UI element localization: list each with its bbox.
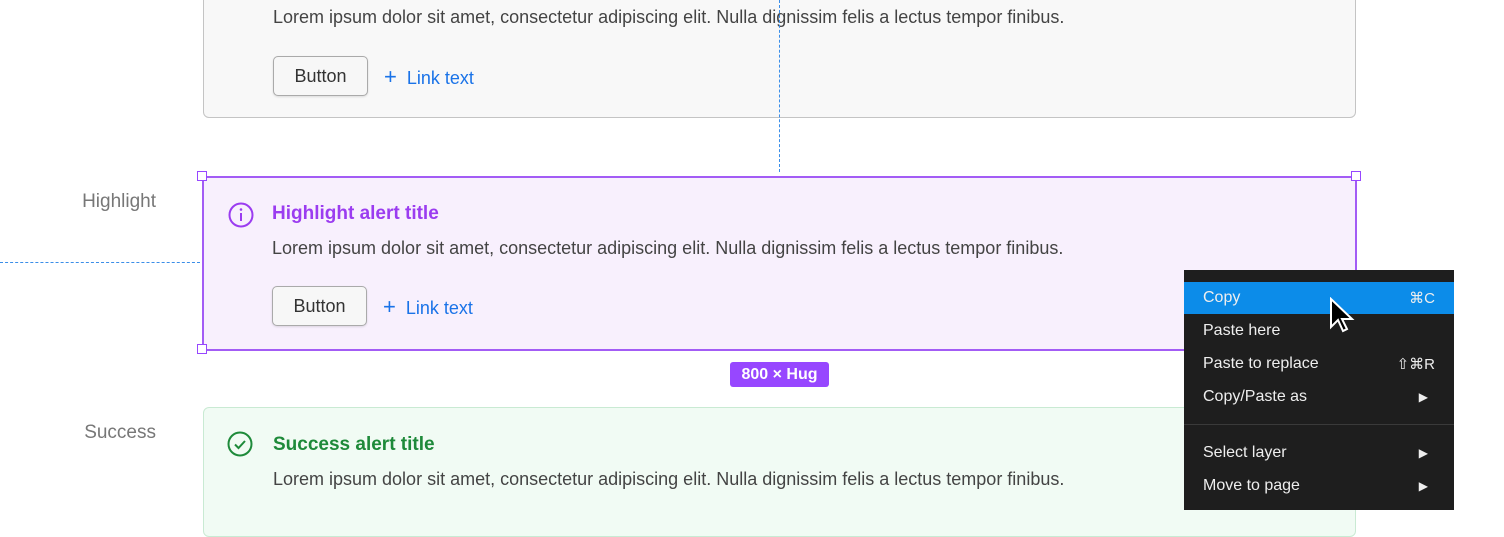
size-badge: 800 × Hug (730, 362, 829, 387)
check-circle-icon (227, 431, 253, 457)
menu-label: Copy (1203, 289, 1241, 306)
vertical-guide (779, 0, 780, 172)
menu-item-move-to-page[interactable]: Move to page ▶ (1184, 470, 1454, 502)
section-label-success: Success (84, 422, 156, 443)
horizontal-guide (0, 262, 200, 263)
shortcut: ⇧⌘R (1396, 356, 1435, 373)
alert-card-highlight[interactable]: Highlight alert title Lorem ipsum dolor … (202, 176, 1357, 351)
section-label-highlight: Highlight (82, 191, 156, 212)
alert-button[interactable]: Button (272, 286, 367, 326)
menu-divider (1184, 424, 1454, 425)
info-icon (228, 202, 254, 228)
submenu-arrow-icon: ▶ (1418, 479, 1428, 493)
shortcut: ⌘C (1409, 290, 1435, 307)
menu-label: Paste here (1203, 322, 1281, 339)
context-menu: Copy ⌘C Paste here Paste to replace ⇧⌘R Co… (1184, 270, 1454, 510)
alert-body: Lorem ipsum dolor sit amet, consectetur … (273, 7, 1065, 27)
menu-item-copy[interactable]: Copy ⌘C (1184, 282, 1454, 314)
alert-link[interactable]: + Link text (383, 294, 473, 320)
menu-label: Select layer (1203, 444, 1287, 461)
alert-link[interactable]: + Link text (384, 64, 474, 90)
plus-icon: + (383, 294, 396, 319)
menu-label: Paste to replace (1203, 355, 1319, 372)
menu-label: Copy/Paste as (1203, 388, 1308, 405)
resize-handle-tr[interactable] (1351, 171, 1361, 181)
menu-label: Move to page (1203, 477, 1300, 494)
submenu-arrow-icon: ▶ (1418, 390, 1428, 404)
resize-handle-bl[interactable] (197, 344, 207, 354)
menu-item-paste-to-replace[interactable]: Paste to replace ⇧⌘R (1184, 348, 1454, 380)
menu-item-copy-paste-as[interactable]: Copy/Paste as ▶ (1184, 381, 1454, 413)
cursor-icon (1330, 297, 1355, 333)
menu-item-paste-here[interactable]: Paste here (1184, 315, 1454, 347)
link-label: Link text (406, 68, 474, 88)
resize-handle-tl[interactable] (197, 171, 207, 181)
link-label: Link text (405, 298, 473, 318)
menu-item-select-layer[interactable]: Select layer ▶ (1184, 437, 1454, 469)
alert-title: Success alert title (273, 434, 435, 455)
plus-icon: + (384, 64, 397, 89)
alert-button[interactable]: Button (273, 56, 368, 96)
alert-body: Lorem ipsum dolor sit amet, consectetur … (272, 238, 1064, 258)
alert-title: Highlight alert title (272, 203, 439, 224)
submenu-arrow-icon: ▶ (1418, 446, 1428, 460)
alert-body: Lorem ipsum dolor sit amet, consectetur … (273, 469, 1065, 489)
